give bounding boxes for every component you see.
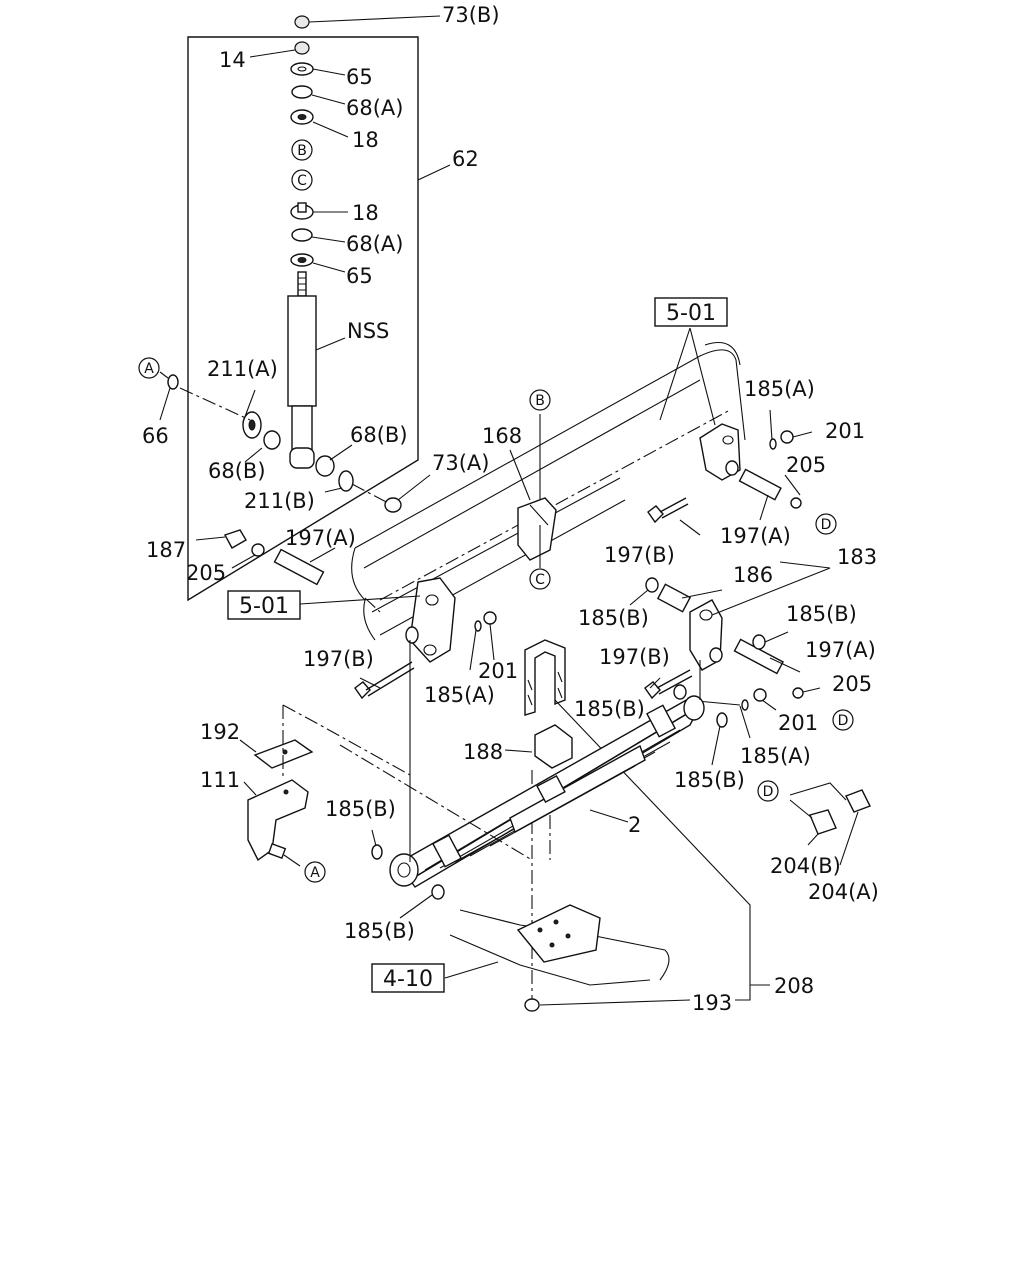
callout-letter: D [821, 517, 832, 533]
reference-label: 5-01 [239, 594, 289, 619]
part-label-197b: 197(B) [604, 543, 675, 567]
front-axle [444, 904, 670, 986]
part-label-18: 18 [352, 201, 379, 225]
part-label-201: 201 [478, 659, 518, 683]
part-label-185b: 185(B) [786, 602, 857, 626]
spring-bracket-168 [509, 414, 557, 568]
part-label-nss: NSS [347, 319, 389, 343]
part-label-211b: 211(B) [244, 489, 315, 513]
shackle-183 [689, 561, 831, 671]
callout-letter: C [535, 572, 545, 588]
callout-c-shock: C [291, 169, 313, 191]
callout-b-bracket: B [529, 389, 551, 411]
callout-letter: A [310, 865, 320, 881]
part-label-68a: 68(A) [346, 96, 403, 120]
callout-d-middle: D [832, 709, 854, 731]
part-label-197b: 197(B) [303, 647, 374, 671]
reference-label: 4-10 [383, 967, 433, 992]
callout-letter: B [535, 393, 545, 409]
reference-box-4-10[interactable]: 4-10 [371, 963, 445, 993]
part-labels: 73(B) 14 65 68(A) 18 62 18 68(A) 65 NSS … [142, 3, 879, 1015]
part-label-185b: 185(B) [344, 919, 415, 943]
callout-letter: C [297, 173, 307, 189]
callout-d-upper: D [815, 513, 837, 535]
part-label-168: 168 [482, 424, 522, 448]
part-label-68a: 68(A) [346, 232, 403, 256]
part-label-193: 193 [692, 991, 732, 1015]
reference-box-5-01-left[interactable]: 5-01 [227, 590, 301, 620]
reference-label: 5-01 [666, 301, 716, 326]
part-label-111: 111 [200, 768, 240, 792]
part-label-73a: 73(A) [432, 451, 489, 475]
part-label-205: 205 [786, 453, 826, 477]
shock-absorber-group [159, 15, 451, 602]
callout-letter: D [838, 713, 849, 729]
part-label-66: 66 [142, 424, 169, 448]
part-label-187: 187 [146, 538, 186, 562]
part-label-186: 186 [733, 563, 773, 587]
part-label-197b: 197(B) [599, 645, 670, 669]
callout-d-lower: D [757, 780, 779, 802]
part-label-185b: 185(B) [325, 797, 396, 821]
part-label-208: 208 [774, 974, 814, 998]
callout-letter: A [144, 361, 154, 377]
callout-letter: B [297, 143, 307, 159]
rear-hanger-bracket [699, 423, 741, 481]
part-label-68b: 68(B) [350, 423, 408, 447]
part-label-185a: 185(A) [740, 744, 811, 768]
part-label-68b: 68(B) [208, 459, 266, 483]
plate-and-bracket [239, 704, 533, 867]
fasteners [195, 409, 871, 919]
part-label-185a: 185(A) [424, 683, 495, 707]
part-label-197a: 197(A) [285, 526, 356, 550]
callout-b-shock: B [291, 139, 313, 161]
callout-a-bracket: A [304, 861, 326, 883]
part-label-185b: 185(B) [674, 768, 745, 792]
part-label-205: 205 [186, 561, 226, 585]
part-label-188: 188 [463, 740, 503, 764]
part-label-201: 201 [778, 711, 818, 735]
callout-letter: D [763, 784, 774, 800]
part-label-197a: 197(A) [805, 638, 876, 662]
part-label-197a: 197(A) [720, 524, 791, 548]
part-label-204b: 204(B) [770, 854, 841, 878]
part-label-2: 2 [628, 813, 641, 837]
reference-box-5-01-top[interactable]: 5-01 [654, 297, 728, 327]
part-label-192: 192 [200, 720, 240, 744]
part-label-185b: 185(B) [574, 697, 645, 721]
part-label-185b: 185(B) [578, 606, 649, 630]
callout-c-bracket: C [529, 568, 551, 590]
part-label-18: 18 [352, 128, 379, 152]
callout-a-left: A [138, 357, 160, 379]
part-label-65: 65 [346, 65, 373, 89]
part-label-201: 201 [825, 419, 865, 443]
part-label-185a: 185(A) [744, 377, 815, 401]
part-label-65: 65 [346, 264, 373, 288]
part-label-73b: 73(B) [442, 3, 500, 27]
part-label-62: 62 [452, 147, 479, 171]
part-label-205: 205 [832, 672, 872, 696]
part-label-204a: 204(A) [808, 880, 879, 904]
part-label-14: 14 [219, 48, 246, 72]
leaf-spring [389, 640, 705, 888]
part-label-211a: 211(A) [207, 357, 278, 381]
part-label-183: 183 [837, 545, 877, 569]
